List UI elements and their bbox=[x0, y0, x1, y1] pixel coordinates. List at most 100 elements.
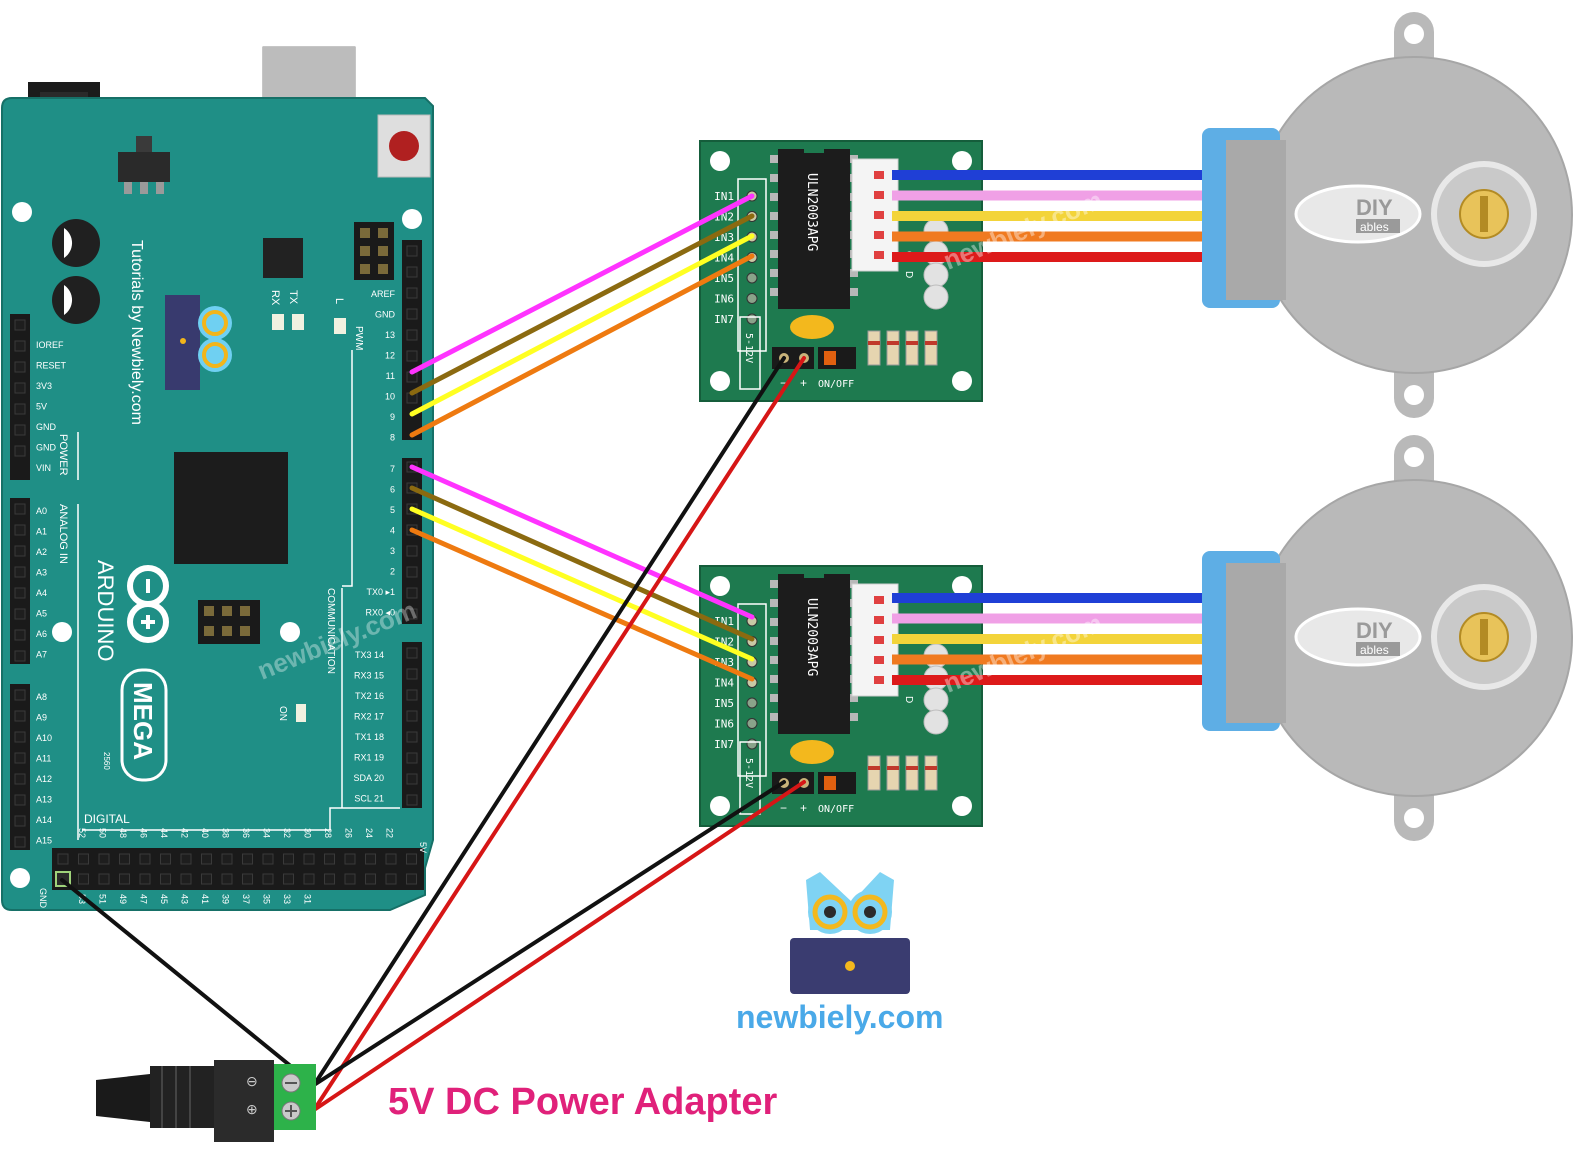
l-label: L bbox=[333, 298, 345, 304]
driver-input-label: IN5 bbox=[714, 697, 734, 710]
wire-driver2-in1 bbox=[409, 464, 755, 620]
chip-label: ULN2003APG bbox=[804, 173, 819, 251]
header-pin bbox=[324, 853, 335, 865]
driver-input-label: IN1 bbox=[714, 190, 734, 203]
pwm-label: PWM bbox=[353, 326, 364, 350]
header-pin bbox=[406, 668, 418, 680]
pin-label: 45 bbox=[159, 894, 169, 904]
pin-label: A14 bbox=[36, 815, 52, 825]
driver-input-label: IN4 bbox=[714, 677, 734, 690]
header-pin bbox=[242, 853, 253, 865]
header-pin bbox=[344, 873, 356, 885]
header-pin bbox=[78, 873, 89, 885]
owl-mascot-board bbox=[165, 295, 232, 390]
pin-label: A9 bbox=[36, 713, 47, 723]
pin-label: 48 bbox=[118, 828, 128, 838]
pin-label: 50 bbox=[98, 828, 108, 838]
pin-label: 49 bbox=[118, 894, 128, 904]
header-pin bbox=[14, 503, 26, 515]
header-mid-right bbox=[402, 458, 422, 624]
diy-logo-label: DIY bbox=[1356, 195, 1393, 220]
header-pin bbox=[180, 853, 192, 865]
header-pin bbox=[180, 873, 192, 885]
pin-label: A15 bbox=[36, 836, 52, 846]
pin-label: 36 bbox=[241, 828, 251, 838]
communication-label: COMMUNICATION bbox=[325, 588, 336, 674]
pin-label: RX3 15 bbox=[354, 671, 384, 681]
diy-logo-label: DIY bbox=[1356, 618, 1393, 643]
pin-label: A13 bbox=[36, 795, 52, 805]
adapter-caption: 5V DC Power Adapter bbox=[388, 1081, 777, 1123]
header-pin bbox=[406, 350, 418, 362]
header-pin bbox=[406, 329, 418, 341]
header-pin bbox=[14, 710, 26, 722]
pin-label: 51 bbox=[98, 894, 108, 904]
pin-label: 24 bbox=[364, 828, 374, 838]
pin-label: 37 bbox=[241, 894, 251, 904]
header-pin bbox=[406, 647, 418, 659]
uln2003-chip bbox=[778, 574, 850, 734]
header-pin bbox=[406, 710, 418, 722]
pin-label: A4 bbox=[36, 588, 47, 598]
switch-label: ON/OFF bbox=[818, 804, 854, 815]
pin-label: 3V3 bbox=[36, 381, 52, 391]
header-pin bbox=[14, 361, 26, 373]
header-pin bbox=[262, 853, 274, 865]
header-pin bbox=[14, 608, 26, 620]
terminal-block bbox=[274, 1064, 316, 1130]
pin-label: 38 bbox=[221, 828, 231, 838]
header-pin bbox=[406, 266, 418, 278]
pin-label: 43 bbox=[180, 894, 190, 904]
pin-label: A10 bbox=[36, 733, 52, 743]
power-switch[interactable] bbox=[818, 347, 856, 369]
pin-label: TX2 16 bbox=[355, 691, 384, 701]
analog-in-label: ANALOG IN bbox=[57, 504, 69, 564]
pin-label: TX3 14 bbox=[355, 650, 384, 660]
gnd-bottom-label: GND bbox=[38, 888, 48, 909]
pin-label: 52 bbox=[77, 828, 87, 838]
pin-label: 32 bbox=[282, 828, 292, 838]
header-pin bbox=[406, 752, 418, 764]
pin-label: 53 bbox=[77, 894, 87, 904]
pin-label: TX0 ▸1 bbox=[366, 587, 395, 597]
led-label: D bbox=[903, 696, 914, 703]
header-pin bbox=[406, 873, 417, 885]
header-pin bbox=[385, 853, 397, 865]
pin-label: A12 bbox=[36, 774, 52, 784]
on-label: ON bbox=[277, 706, 288, 721]
pin-label: 12 bbox=[385, 351, 395, 361]
header-pin bbox=[406, 608, 418, 620]
power-switch[interactable] bbox=[818, 772, 856, 794]
pin-label: SCL 21 bbox=[354, 794, 384, 804]
power-label: POWER bbox=[57, 434, 69, 476]
pin-label: VIN bbox=[36, 463, 51, 473]
driver-input-label: IN6 bbox=[714, 718, 734, 731]
header-pin bbox=[201, 853, 212, 865]
header-pin bbox=[57, 853, 69, 865]
header-pin bbox=[14, 773, 26, 785]
arduino-mega-board: TX RX L Tutorials by Newbiely.com bbox=[1, 46, 434, 911]
header-pin bbox=[406, 689, 418, 701]
header-pin bbox=[14, 836, 26, 848]
pin-label: 11 bbox=[386, 371, 395, 381]
header-pin bbox=[303, 873, 315, 885]
header-pin bbox=[365, 873, 376, 885]
wire-gnd-driver1 bbox=[312, 356, 786, 1087]
header-pin bbox=[98, 853, 110, 865]
pin-label: 28 bbox=[323, 828, 333, 838]
pin-label: A11 bbox=[36, 754, 51, 764]
chip-label: ULN2003APG bbox=[804, 598, 819, 676]
header-pin bbox=[406, 773, 418, 785]
header-pin bbox=[139, 873, 151, 885]
header-pin bbox=[14, 731, 26, 743]
header-pin bbox=[139, 853, 151, 865]
tutorials-label: Tutorials by Newbiely.com bbox=[128, 240, 145, 425]
v5-bottom-label: 5V bbox=[418, 842, 428, 853]
wire-vcc-driver1 bbox=[312, 356, 806, 1112]
header-pin bbox=[406, 545, 418, 557]
header-pin bbox=[14, 445, 26, 457]
wire-gnd-driver2 bbox=[312, 780, 786, 1087]
